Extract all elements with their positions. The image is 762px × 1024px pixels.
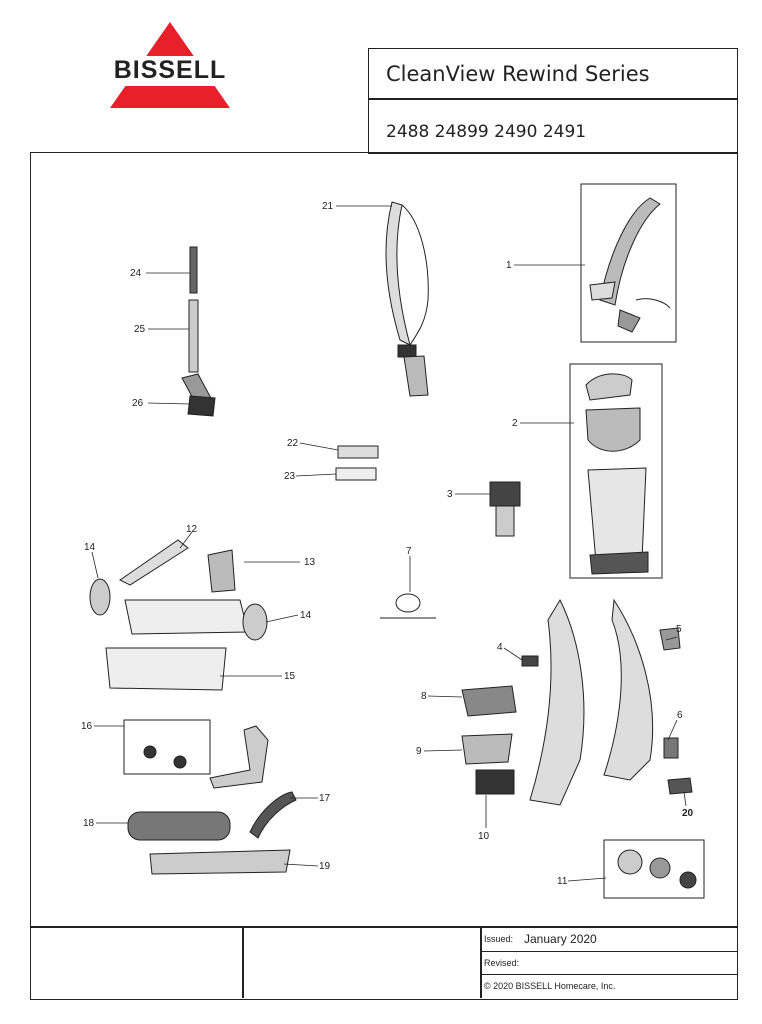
callout-3: 3 <box>447 489 453 500</box>
issued-label: Issued: <box>484 934 514 944</box>
model-numbers: 2488 24899 2490 2491 <box>386 122 587 142</box>
diagram-frame <box>30 152 738 1000</box>
footer-divider-2 <box>480 926 482 998</box>
callout-8: 8 <box>421 691 427 702</box>
footer-row-rule-1 <box>480 951 738 952</box>
callout-4: 4 <box>497 642 503 653</box>
part-16-box <box>123 719 211 775</box>
callout-13: 13 <box>304 557 316 568</box>
title-divider <box>368 98 738 100</box>
callout-16: 16 <box>81 721 93 732</box>
callout-2: 2 <box>512 418 518 429</box>
callout-19: 19 <box>319 861 331 872</box>
callout-26: 26 <box>132 398 144 409</box>
callout-5: 5 <box>676 624 682 635</box>
bissell-logo-triangle-icon <box>100 22 240 108</box>
issued-value: January 2020 <box>524 932 597 946</box>
callout-23: 23 <box>284 471 296 482</box>
callout-12: 12 <box>186 524 198 535</box>
callout-24: 24 <box>130 268 142 279</box>
series-title: CleanView Rewind Series <box>386 62 650 86</box>
callout-10: 10 <box>478 831 490 842</box>
callout-11: 11 <box>557 876 568 887</box>
callout-1: 1 <box>506 260 512 271</box>
callout-21: 21 <box>322 201 334 212</box>
part-1-handle <box>599 197 661 306</box>
callout-25: 25 <box>134 324 146 335</box>
callout-14b: 14 <box>300 610 312 621</box>
footer-divider-1 <box>242 926 244 998</box>
footer-top-rule <box>30 926 738 928</box>
callout-22: 22 <box>287 438 299 449</box>
callout-15: 15 <box>284 671 296 682</box>
callout-9: 9 <box>416 746 422 757</box>
callout-20: 20 <box>682 808 694 819</box>
callout-6: 6 <box>677 710 683 721</box>
callout-17: 17 <box>319 793 331 804</box>
part-1-box <box>580 183 677 343</box>
callout-14a: 14 <box>84 542 96 553</box>
exploded-parts-diagram: 1 2 3 4 5 6 7 8 9 10 11 12 13 14 14 15 1… <box>81 183 705 899</box>
part-11-box <box>603 839 705 899</box>
bissell-logo: BISSELL <box>100 18 240 113</box>
footer-row-rule-2 <box>480 974 738 975</box>
callout-18: 18 <box>83 818 95 829</box>
brand-name: BISSELL <box>113 56 227 84</box>
title-block <box>368 48 738 154</box>
callout-7: 7 <box>406 546 412 557</box>
part-2-box <box>569 363 663 579</box>
copyright: © 2020 BISSELL Homecare, Inc. <box>484 981 616 991</box>
revised-label: Revised: <box>484 958 520 968</box>
